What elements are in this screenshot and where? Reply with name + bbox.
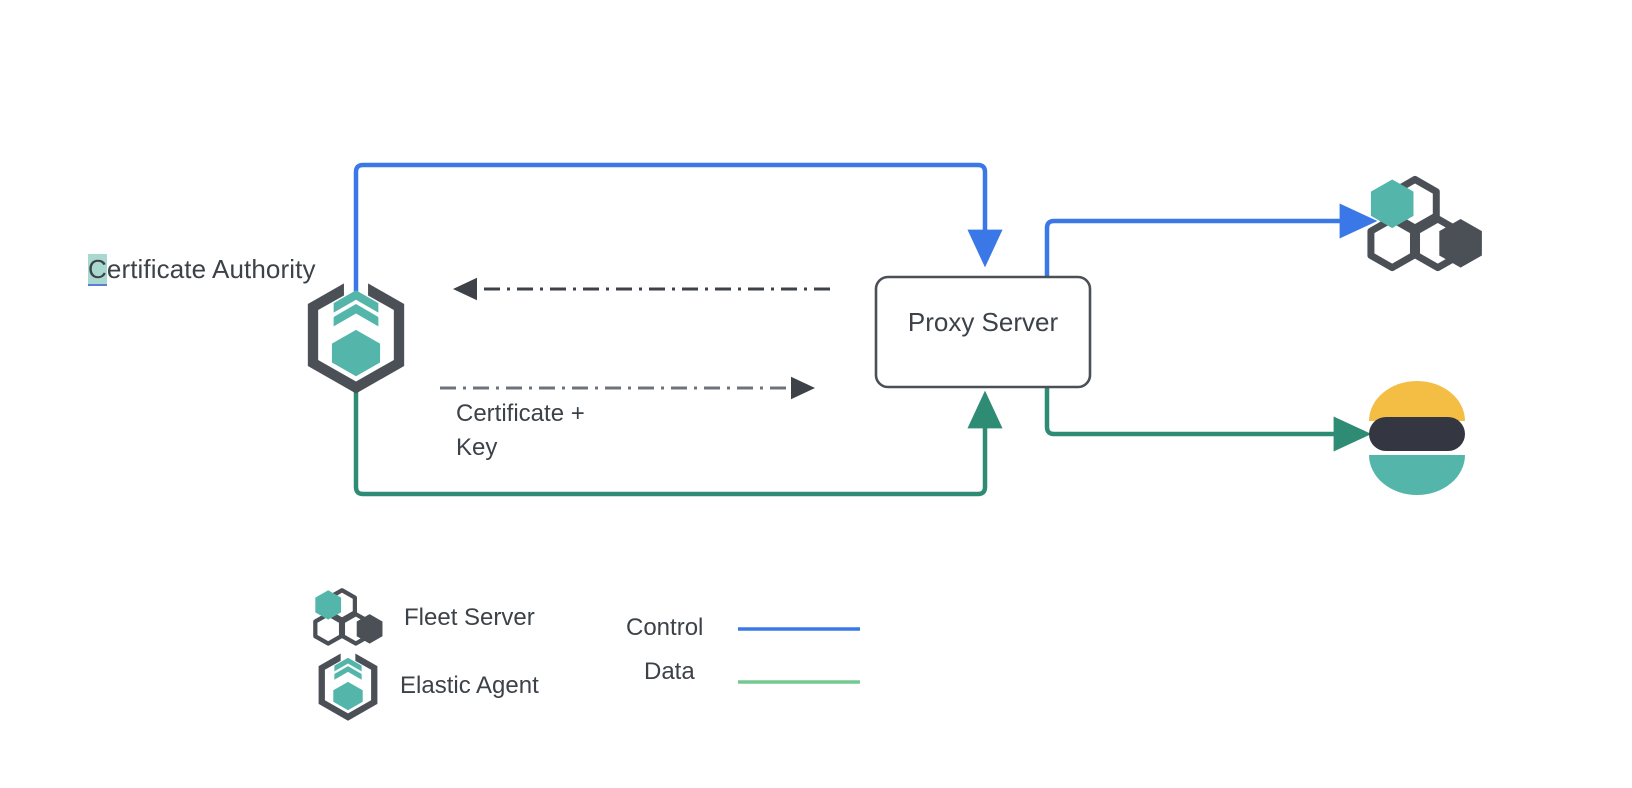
control-edge-proxy-to-fleet [1044,203,1378,278]
certificate-key-edge-label: Certificate + Key [456,397,585,465]
data-edge-agent-to-proxy [353,388,1003,497]
legend-fleet-server-icon [313,588,383,646]
certificate-authority-label-rest: ertificate Authority [106,254,316,284]
legend-elastic-agent-icon [318,653,378,721]
proxy-server-box[interactable] [874,275,1092,389]
elasticsearch-icon [1369,381,1465,495]
data-edge-proxy-to-elasticsearch [1044,382,1372,452]
fleet-server-icon [1367,175,1482,272]
certificate-authority-label-highlight: C [88,254,107,284]
legend-item-label-elastic-agent: Elastic Agent [400,672,539,699]
certificate-authority-label: Certificate Authority [88,252,316,286]
legend-item-label-fleet-server: Fleet Server [404,604,535,631]
certificate-key-line2: Key [456,434,498,462]
control-edge-agent-to-proxy [353,162,1003,292]
elastic-agent-icon [307,283,405,394]
certificate-key-line1: Certificate + [456,400,585,427]
legend-line-label-data: Data [644,658,695,685]
proxy-server-label: Proxy Server [907,307,1059,337]
legend-line-label-control: Control [626,614,704,641]
